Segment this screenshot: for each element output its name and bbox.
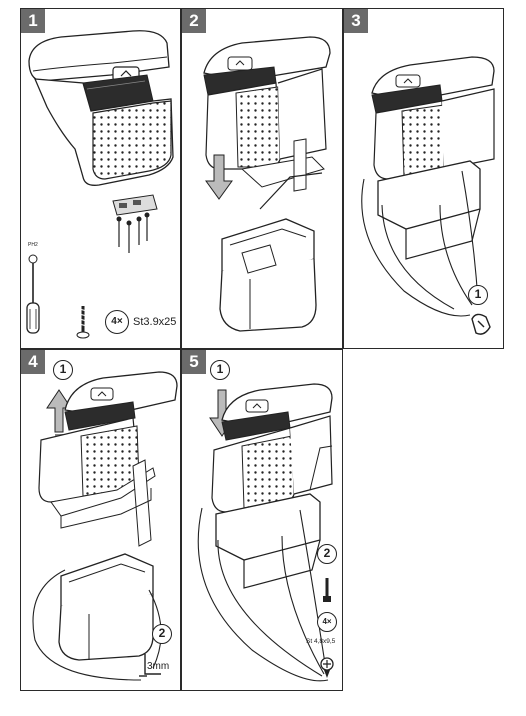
step-number: 5	[182, 350, 206, 374]
screwdriver-label: PH2	[28, 242, 38, 248]
armrest-seated-illustration	[361, 56, 495, 335]
hand-press-icon	[471, 313, 491, 335]
quantity-label: 4×	[322, 617, 332, 626]
step-2-panel: 2	[181, 8, 343, 349]
step-number: 3	[344, 9, 368, 33]
step-5-panel: 5 1 2 4×	[181, 349, 343, 691]
callout-1: 1	[468, 285, 488, 305]
step-number: 4	[21, 350, 45, 374]
callout-2: 2	[317, 544, 337, 564]
callout-1: 1	[53, 360, 73, 380]
callout-1-label: 1	[474, 287, 482, 301]
armrest-with-bracket-illustration	[26, 30, 174, 339]
step-number: 1	[21, 9, 45, 33]
screw-spec: St3.9x25	[133, 316, 177, 328]
armrest-insert-down-illustration	[203, 36, 331, 332]
callout-1-label: 1	[216, 362, 224, 376]
armrest-lift-illustration	[32, 371, 178, 681]
gap-measure-icon	[139, 654, 161, 677]
step-1-panel: 1	[20, 8, 181, 349]
step-number: 2	[182, 9, 206, 33]
gap-label: 3mm	[147, 661, 170, 672]
screwdriver-icon	[26, 261, 40, 334]
callout-1: 1	[210, 360, 230, 380]
quantity-badge: 4×	[317, 612, 337, 632]
screw-spec: St 4,8x9,5	[306, 638, 336, 645]
step-4-panel: 4 1	[20, 349, 181, 691]
armrest-lower-illustration	[197, 383, 334, 682]
quantity-badge: 4×	[105, 310, 129, 334]
callout-2: 2	[152, 624, 172, 644]
callout-2-label: 2	[323, 546, 331, 560]
quantity-label: 4×	[111, 316, 123, 327]
callout-2-label: 2	[158, 626, 166, 640]
callout-1-label: 1	[59, 362, 67, 376]
screw-icon	[320, 578, 334, 678]
step-3-panel: 3 1	[343, 8, 504, 349]
screw-icon	[76, 306, 90, 339]
